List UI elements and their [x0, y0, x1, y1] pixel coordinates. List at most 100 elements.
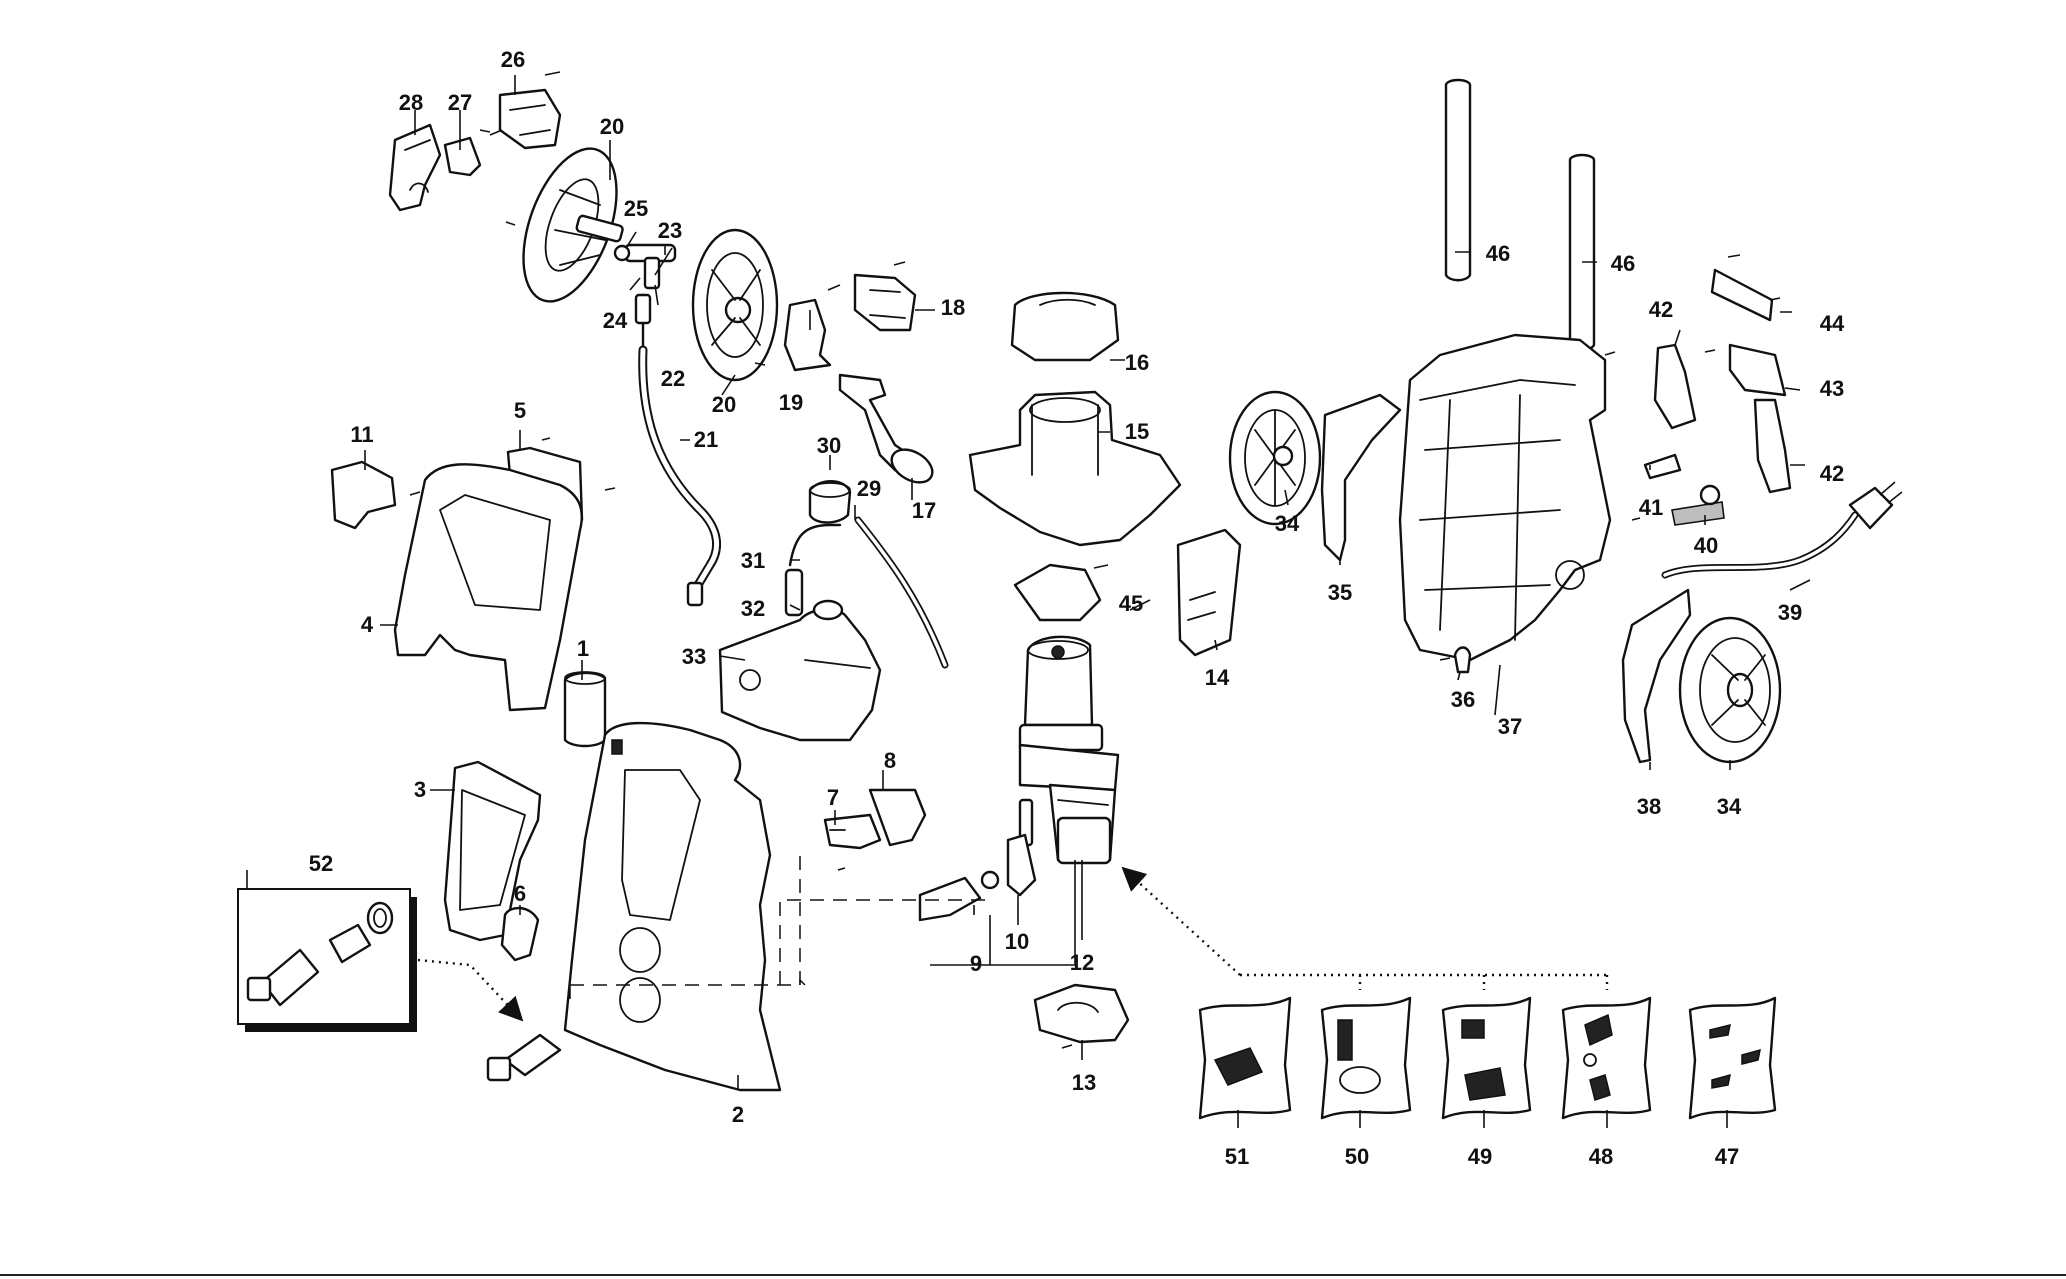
part-44-clip — [1710, 268, 1774, 322]
callout-20-top: 20 — [600, 114, 624, 139]
callout-42-bottom: 42 — [1820, 461, 1844, 486]
callout-35: 35 — [1328, 580, 1352, 605]
part-21-hose — [634, 293, 722, 607]
part-26-bracket — [498, 88, 562, 150]
callout-24: 24 — [603, 308, 628, 333]
callout-25: 25 — [624, 196, 648, 221]
callout-37: 37 — [1498, 714, 1522, 739]
callout-6: 6 — [514, 881, 526, 906]
callout-46-left: 46 — [1486, 241, 1510, 266]
part-29-hose — [854, 516, 949, 669]
part-19-bracket — [783, 298, 832, 372]
callout-15: 15 — [1125, 419, 1149, 444]
part-motor-pump — [1018, 635, 1120, 865]
callout-2: 2 — [732, 1102, 744, 1127]
part-28-bracket — [388, 123, 442, 212]
callout-31: 31 — [741, 548, 765, 573]
part-34-wheel-lower — [1678, 616, 1782, 764]
part-36-clip — [1453, 646, 1472, 674]
part-35-fender — [1320, 393, 1402, 562]
callout-10: 10 — [1005, 929, 1029, 954]
callout-52: 52 — [309, 851, 333, 876]
callout-50: 50 — [1345, 1144, 1369, 1169]
part-17-crank-handle — [838, 373, 934, 484]
part-7-switch — [823, 813, 882, 850]
part-9-valve — [918, 870, 1000, 922]
callout-36: 36 — [1451, 687, 1475, 712]
part-18-bracket — [853, 273, 917, 332]
kit-51-bag — [1198, 996, 1292, 1120]
kit-50-bag — [1320, 996, 1412, 1120]
callout-7: 7 — [827, 785, 839, 810]
kit-47-bag — [1688, 996, 1777, 1120]
part-3-front-cover — [443, 760, 542, 942]
callout-30: 30 — [817, 433, 841, 458]
part-10-valve — [1006, 833, 1037, 897]
callout-1: 1 — [577, 636, 589, 661]
kit-48-bag — [1561, 996, 1652, 1120]
callout-22: 22 — [661, 366, 685, 391]
callout-34-top: 34 — [1275, 511, 1300, 536]
part-41-pin — [1643, 453, 1682, 480]
part-45-gasket — [1013, 563, 1102, 622]
callout-43: 43 — [1820, 376, 1844, 401]
callout-27: 27 — [448, 90, 472, 115]
callout-3: 3 — [414, 777, 426, 802]
part-43-clip — [1728, 343, 1787, 397]
part-6-knob — [500, 906, 540, 962]
part-inlet-connector — [486, 1033, 562, 1082]
part-27-clip — [443, 136, 482, 177]
part-33-tank — [718, 599, 882, 742]
callout-8: 8 — [884, 748, 896, 773]
callout-11: 11 — [350, 422, 373, 447]
callout-47: 47 — [1715, 1144, 1739, 1169]
part-42-bracket-top — [1653, 343, 1697, 430]
part-23-25-tee-fitting — [613, 243, 677, 290]
callout-9: 9 — [970, 951, 982, 976]
callout-18: 18 — [941, 295, 965, 320]
kit-49-bag — [1441, 996, 1532, 1120]
part-39-power-cord — [1661, 481, 1903, 579]
callout-labels: 1 2 3 4 5 6 7 8 9 10 11 12 13 14 15 16 1… — [309, 47, 1845, 1169]
part-20-reel-right — [691, 228, 779, 382]
callout-19: 19 — [779, 390, 803, 415]
part-46-tube-right — [1568, 153, 1596, 352]
callout-5: 5 — [514, 398, 526, 423]
callout-13: 13 — [1072, 1070, 1096, 1095]
callout-42-top: 42 — [1649, 297, 1673, 322]
callout-39: 39 — [1778, 600, 1802, 625]
callout-17: 17 — [912, 498, 936, 523]
part-46-tube-left — [1444, 78, 1472, 282]
callout-49: 49 — [1468, 1144, 1492, 1169]
screws — [409, 71, 1781, 1049]
bottom-border — [0, 1274, 2066, 1276]
callout-20-bottom: 20 — [712, 392, 736, 417]
part-16-cover — [1010, 291, 1120, 362]
callout-12: 12 — [1070, 950, 1094, 975]
callout-51: 51 — [1225, 1144, 1249, 1169]
callout-33: 33 — [682, 644, 706, 669]
part-30-cap — [808, 480, 852, 524]
part-20-reel-left — [522, 147, 624, 303]
callout-38: 38 — [1637, 794, 1661, 819]
part-40-part — [1671, 484, 1725, 526]
part-11-clip — [330, 460, 397, 530]
callout-16: 16 — [1125, 350, 1149, 375]
part-2-housing-front — [563, 721, 782, 1092]
callout-40: 40 — [1694, 533, 1718, 558]
callout-34-bottom: 34 — [1717, 794, 1742, 819]
part-31-32-tube — [784, 523, 842, 617]
callout-28: 28 — [399, 90, 423, 115]
leader-lines — [246, 75, 1811, 1128]
callout-4: 4 — [361, 612, 374, 637]
callout-23: 23 — [658, 218, 682, 243]
part-52-inlet-box — [237, 888, 417, 1032]
callout-48: 48 — [1589, 1144, 1613, 1169]
callout-46-right: 46 — [1611, 251, 1635, 276]
part-1-filter — [563, 671, 607, 748]
callout-14: 14 — [1205, 665, 1230, 690]
callout-21: 21 — [694, 427, 718, 452]
part-42-bracket-bottom — [1753, 398, 1792, 494]
callout-45: 45 — [1119, 591, 1143, 616]
